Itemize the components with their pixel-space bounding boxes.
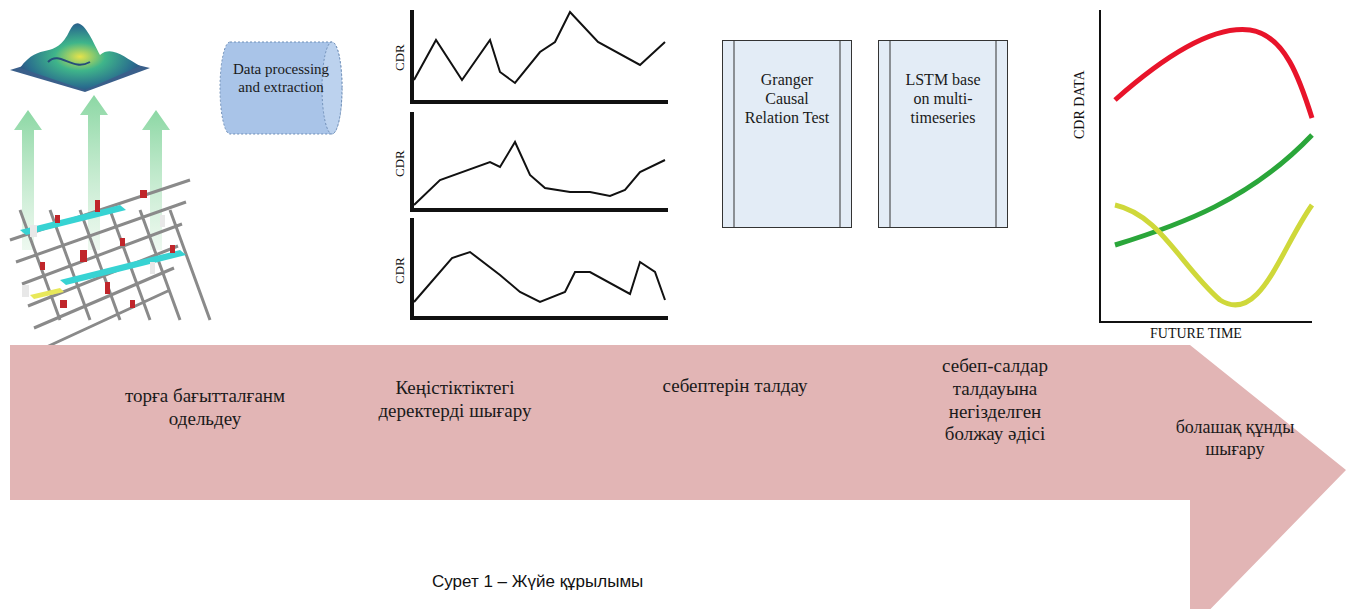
node-text: себептерін талдау <box>640 375 830 398</box>
figure-caption: Сурет 1 – Жүйе құрылымы <box>432 572 643 592</box>
axis-label: CDR <box>392 44 408 71</box>
building <box>105 282 110 294</box>
building <box>140 190 147 198</box>
building <box>40 262 45 270</box>
axis-label: CDR DATA <box>1072 70 1088 139</box>
city-buildings <box>22 190 175 308</box>
process-arrow-band: торға бағытталғанм одельдеу Кеңістіктікте… <box>10 345 1346 609</box>
node-text: Кеңістіктіктегі деректерді шығару <box>360 377 550 423</box>
building <box>95 200 100 212</box>
cylinder-body <box>220 42 342 134</box>
building <box>80 250 87 262</box>
data-cylinder: Data processing and extraction <box>220 42 342 134</box>
building <box>170 245 175 253</box>
surface-plot <box>10 23 150 92</box>
building <box>55 215 60 223</box>
building <box>150 262 155 274</box>
building <box>22 285 29 297</box>
future-chart <box>1100 10 1312 322</box>
panel-divider <box>840 40 841 228</box>
building <box>130 300 135 308</box>
panel-border <box>879 41 1008 228</box>
process-box: Granger Causal Relation Test <box>722 40 852 228</box>
node-text: Data processing and extraction <box>228 60 334 96</box>
building <box>60 300 67 308</box>
node-text: LSTM base on multi-timeseries <box>896 70 990 128</box>
building <box>30 225 37 237</box>
axis-label: CDR <box>392 150 408 177</box>
city-roads <box>20 205 186 299</box>
node-outline <box>878 40 1008 228</box>
node-text: себеп-салдар талдауына негізделген болжа… <box>920 355 1070 446</box>
node-text: болашақ құнды шығару <box>1160 417 1310 460</box>
node-outline <box>722 40 852 228</box>
panel-divider <box>734 40 735 228</box>
node-text: Granger Causal Relation Test <box>740 70 834 128</box>
node-text: торға бағытталғанм одельдеу <box>120 385 290 431</box>
panel-divider <box>996 40 997 228</box>
building <box>160 215 165 227</box>
panel-border <box>723 41 852 228</box>
process-box: LSTM base on multi-timeseries <box>878 40 1008 228</box>
panel-divider <box>890 40 891 228</box>
building <box>120 238 125 246</box>
city-grid <box>10 180 210 350</box>
axis-title: FUTURE TIME <box>1150 326 1242 342</box>
process-arrow <box>10 345 1346 609</box>
cylinder-end <box>322 42 342 134</box>
cdr-charts <box>412 10 668 318</box>
axis-label: CDR <box>392 257 408 284</box>
